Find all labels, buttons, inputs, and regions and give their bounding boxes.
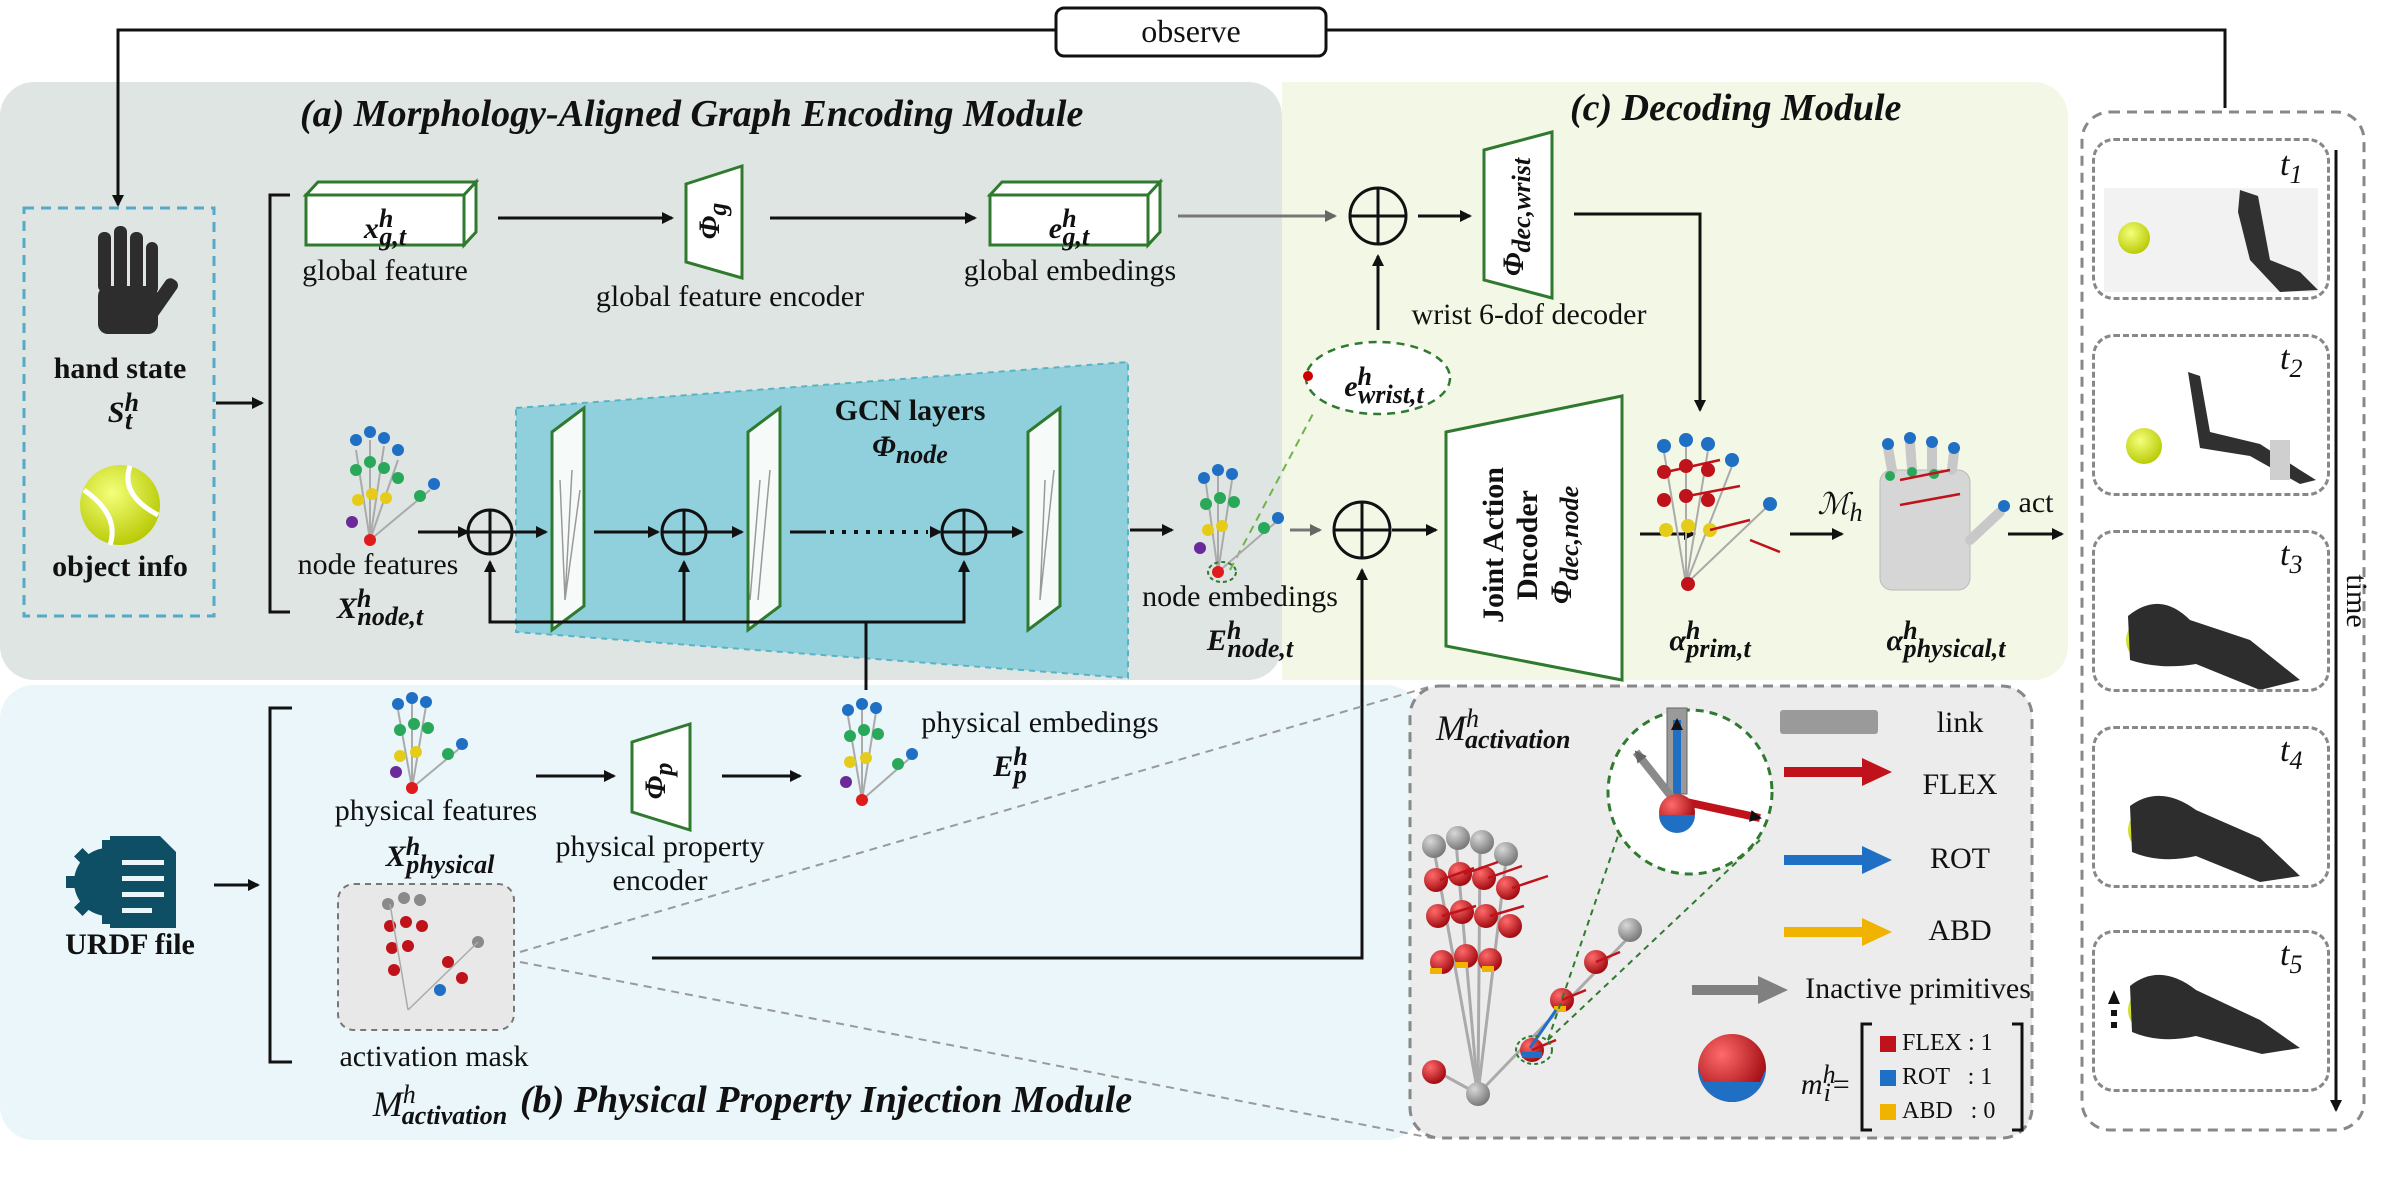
module-b-title: (b) Physical Property Injection Module xyxy=(520,1079,1133,1121)
legend-flex: FLEX xyxy=(1922,768,1998,801)
time-frame-2 xyxy=(2092,334,2330,496)
time-label: time xyxy=(2340,574,2373,628)
legend-mi-row-rot: ROT : 1 xyxy=(1902,1064,1993,1090)
physical-encoder-symbol: Φp xyxy=(639,762,678,800)
activation-mask-thumb-graph xyxy=(382,892,484,1011)
joint-decoder-label: Joint Action Dncoder Φdec,node xyxy=(1477,467,1584,623)
legend-inactive: Inactive primitives xyxy=(1805,972,2031,1005)
physical-embed-label: physical embedings xyxy=(921,706,1159,739)
hand-state-symbol: Sht xyxy=(107,388,139,435)
frame-4-scene xyxy=(2128,795,2300,882)
time-frame-5 xyxy=(2092,930,2330,1092)
node-features-symbol: Xhnode,t xyxy=(336,584,424,631)
gcn-sheet-graphs xyxy=(559,469,1055,601)
global-embed-label: global embedings xyxy=(963,254,1177,287)
gcn-label: GCN layers xyxy=(834,394,986,427)
panel-physical-injection xyxy=(0,685,1420,1140)
node-features-label: node features xyxy=(297,548,459,581)
physical-encoder-label: physical property encoder xyxy=(555,830,765,897)
time-step-4: t4 xyxy=(2280,732,2303,775)
alpha-prim-hand xyxy=(1657,433,1781,591)
physical-features-label: physical features xyxy=(334,794,538,827)
global-embed-symbol: ehg,t xyxy=(1048,204,1090,251)
tennis-ball-icon xyxy=(80,465,160,546)
time-frame-3 xyxy=(2092,530,2330,692)
wrist-embed-symbol: ehwrist,t xyxy=(1344,362,1424,409)
observe-label: observe xyxy=(1141,13,1241,49)
joint-decoder-shape xyxy=(1444,394,1624,682)
time-frame-1 xyxy=(2092,138,2330,300)
module-c-title: (c) Decoding Module xyxy=(1570,87,1902,129)
frame-1-scene xyxy=(2104,188,2318,292)
global-encoder-symbol: Φg xyxy=(693,202,732,240)
time-step-3: t3 xyxy=(2280,536,2303,579)
physical-feature-graph xyxy=(390,692,468,794)
legend-rot: ROT xyxy=(1930,842,1990,875)
legend-mi-row-flex: FLEX : 1 xyxy=(1902,1030,1993,1056)
act-label: act xyxy=(2018,486,2054,519)
urdf-label: URDF file xyxy=(65,928,195,961)
observe-loop xyxy=(112,28,2227,207)
wrist-decoder-symbol: Φdec,wrist xyxy=(1497,157,1536,277)
alpha-physical-symbol: αhphysical,t xyxy=(1886,616,2006,663)
gcn-add-2 xyxy=(660,508,708,556)
global-encoder-shape xyxy=(684,163,744,280)
legend-mi-row-abd: ABD : 0 xyxy=(1902,1098,1996,1124)
alpha-prim-symbol: αhprim,t xyxy=(1669,616,1751,663)
module-a-title: (a) Morphology-Aligned Graph Encoding Mo… xyxy=(300,93,1084,135)
legend-link-icon xyxy=(1780,710,1878,734)
wrist-add-node xyxy=(1348,186,1408,246)
node-feature-graph xyxy=(346,426,440,546)
global-feature-label: global feature xyxy=(302,254,468,287)
activation-detail-panel xyxy=(1408,684,2034,1140)
activation-detail-hand xyxy=(1422,826,1642,1106)
activation-mask-thumb xyxy=(337,883,515,1031)
physical-embed-symbol: Ehp xyxy=(993,742,1028,789)
wrist-decoder-shape xyxy=(1482,130,1554,300)
primitive-zoom-circle xyxy=(1606,708,1774,876)
physical-encoder-shape xyxy=(630,721,692,833)
gcn-symbol: Φnode xyxy=(872,430,948,469)
gcn-sheets xyxy=(550,405,1062,633)
time-step-2: t2 xyxy=(2280,340,2303,383)
hand-icon xyxy=(98,226,178,334)
wrist-decoder-label: wrist 6-dof decoder xyxy=(1411,298,1647,331)
mapping-symbol: ℳh xyxy=(1817,488,1863,527)
time-step-5: t5 xyxy=(2280,936,2303,979)
gcn-region xyxy=(515,360,1129,680)
global-embed-box xyxy=(986,178,1164,249)
observe-box xyxy=(1054,6,1328,58)
legend-link: link xyxy=(1936,706,1984,739)
frame-2-scene xyxy=(2126,372,2316,484)
node-embed-label: node embedings xyxy=(1142,580,1338,613)
activation-detail-symbol: Mhactivation xyxy=(1436,704,1571,755)
frame-5-scene xyxy=(2108,974,2300,1054)
global-feature-symbol: xhg,t xyxy=(363,204,407,251)
hand-state-label: hand state xyxy=(53,352,187,385)
time-frame-4 xyxy=(2092,726,2330,888)
legend-icons xyxy=(1692,710,1892,1102)
frame-3-scene xyxy=(2126,603,2300,690)
physical-features-symbol: Xhphysical xyxy=(385,832,495,879)
legend-mi-symbol: mhi= xyxy=(1800,1060,1852,1107)
node-embed-graph xyxy=(1194,464,1284,578)
legend-abd: ABD xyxy=(1928,914,1992,947)
urdf-icon xyxy=(66,836,176,928)
joint-add-node xyxy=(1332,500,1392,560)
global-feature-box xyxy=(302,178,480,249)
object-info-label: object info xyxy=(52,550,188,583)
global-encoder-label: global feature encoder xyxy=(595,280,865,313)
activation-mask-symbol: Mhactivation xyxy=(372,1080,508,1131)
gcn-add-3 xyxy=(940,508,988,556)
activation-mask-label: activation mask xyxy=(339,1040,529,1073)
physical-embed-graph xyxy=(840,698,918,806)
alpha-physical-hand xyxy=(1879,432,2010,591)
input-dashed-box xyxy=(22,206,216,618)
time-step-1: t1 xyxy=(2280,146,2303,189)
node-embed-symbol: Ehnode,t xyxy=(1206,616,1294,663)
